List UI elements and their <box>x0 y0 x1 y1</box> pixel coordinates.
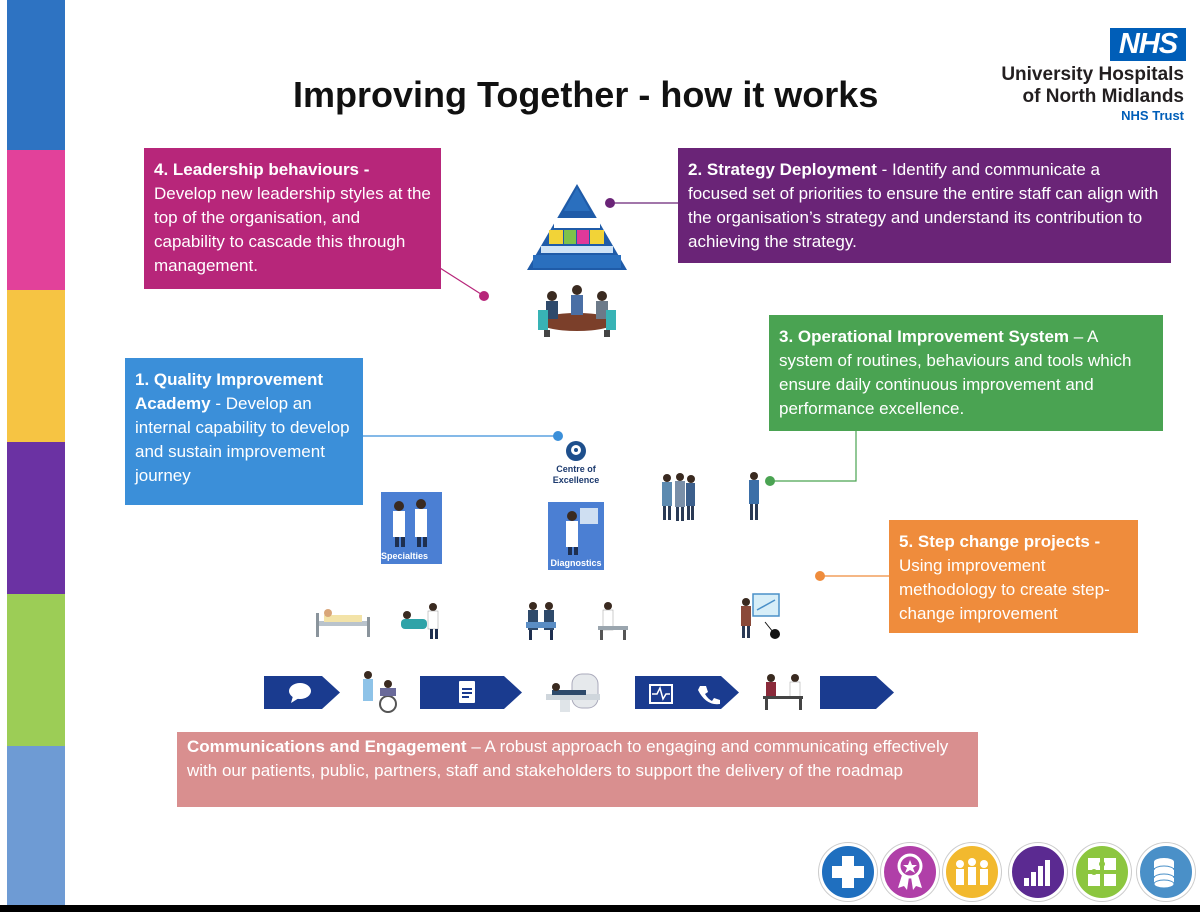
medical-cross-icon <box>819 843 877 901</box>
diagnostics-card <box>548 502 604 570</box>
specialties-label: Specialties <box>381 551 429 561</box>
doctors-icon <box>393 499 427 547</box>
wheelchair-nurse-icon <box>363 671 397 713</box>
stripe-blue <box>7 0 65 150</box>
meeting-table-icon <box>538 285 616 337</box>
step-change-box: 5. Step change projects - Using improvem… <box>889 520 1138 633</box>
strategy-deployment-box: 2. Strategy Deployment - Identify and co… <box>678 148 1171 263</box>
strategy-heading: 2. Strategy Deployment <box>688 160 877 179</box>
quality-body: - Develop an internal capability to deve… <box>135 394 350 485</box>
doctor-xray-icon <box>566 508 598 555</box>
leadership-heading: 4. Leadership behaviours - <box>154 160 370 179</box>
logo-line-2: of North Midlands <box>1022 86 1184 107</box>
people-group-icon <box>943 843 1001 901</box>
coins-icon <box>1137 843 1195 901</box>
dental-chair-icon <box>401 603 439 639</box>
stripe-yellow <box>7 290 65 442</box>
leadership-behaviours-box: 4. Leadership behaviours - Develop new l… <box>144 148 441 289</box>
page-title: Improving Together - how it works <box>293 74 879 115</box>
communications-box: Communications and Engagement – A robust… <box>177 732 978 807</box>
diagnostics-label: Diagnostics <box>550 558 602 568</box>
consultation-icon <box>763 674 803 710</box>
bar-chart-icon <box>1009 843 1067 901</box>
operational-body: – A system of routines, behaviours and t… <box>779 327 1132 418</box>
stepchange-body: Using improvement methodology to create … <box>899 556 1110 623</box>
stripe-green <box>7 594 65 746</box>
operational-improvement-box: 3. Operational Improvement System – A sy… <box>769 315 1163 431</box>
comms-heading: Communications and Engagement <box>187 737 467 756</box>
award-ribbon-icon <box>881 843 939 901</box>
stripe-purple <box>7 442 65 594</box>
nhs-logo-badge: NHS <box>1110 28 1186 61</box>
person-standing-icon <box>749 472 759 520</box>
document-icon <box>459 681 475 703</box>
stripe-pink <box>7 150 65 290</box>
centre-of-excellence-label: Centre of Excellence <box>552 464 600 485</box>
patient-bed-icon <box>316 609 370 637</box>
operational-heading: 3. Operational Improvement System <box>779 327 1070 346</box>
heartbeat-phone-icon <box>649 684 720 705</box>
team-group-icon <box>662 473 695 521</box>
scanner-bed-icon <box>546 673 600 712</box>
brain-head-icon <box>566 441 586 461</box>
strategy-pyramid-icon <box>527 184 627 270</box>
stepchange-heading: 5. Step change projects - <box>899 532 1101 551</box>
specialties-card <box>381 492 442 564</box>
logo-trust-name: NHS Trust <box>1121 108 1184 123</box>
quality-heading: 1. Quality Improvement Academy <box>135 370 323 413</box>
logo-line-1: University Hospitals <box>1001 64 1184 85</box>
quality-improvement-box: 1. Quality Improvement Academy - Develop… <box>125 358 363 505</box>
leadership-body: Develop new leadership styles at the top… <box>154 184 431 275</box>
speech-bubble-icon <box>289 683 311 703</box>
puzzle-icon <box>1073 843 1131 901</box>
flow-arrow-4 <box>820 676 894 709</box>
lab-worker-icon <box>598 602 628 640</box>
comms-body: – A robust approach to engaging and comm… <box>187 737 949 780</box>
presenter-chart-icon <box>741 593 780 639</box>
strategy-body: - Identify and communicate a focused set… <box>688 160 1159 251</box>
surgery-team-icon <box>526 602 556 640</box>
stripe-lightblue <box>7 746 65 905</box>
